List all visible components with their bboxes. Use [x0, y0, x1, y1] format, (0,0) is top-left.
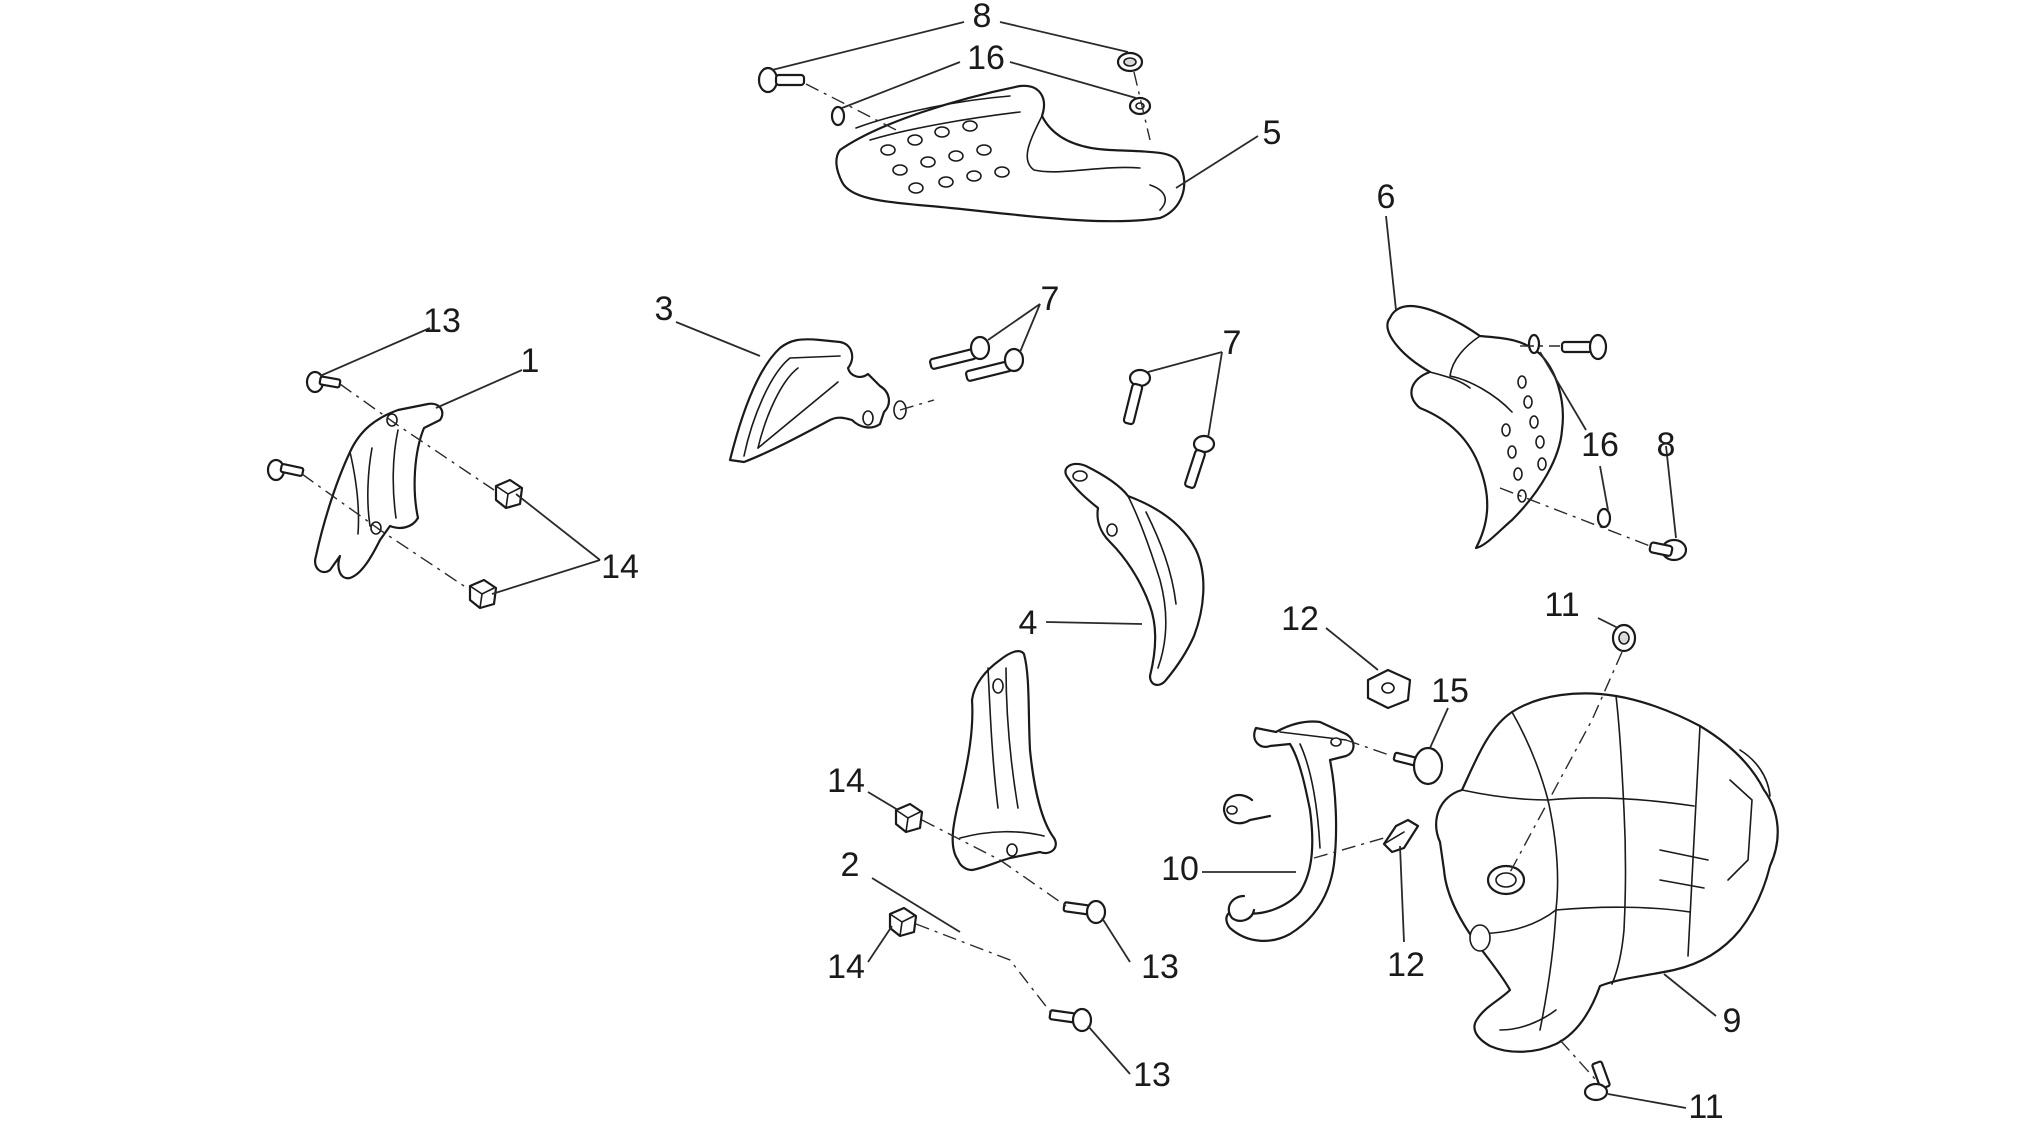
screw-13-lower-bottom	[1048, 1007, 1093, 1033]
callout-11-upper: 11	[1544, 586, 1579, 624]
callout-4: 4	[1019, 604, 1038, 642]
screw-11-lower	[1583, 1060, 1611, 1102]
vent-holes	[880, 120, 1010, 194]
washer-16-right-bottom	[1596, 507, 1612, 529]
screw-13-lower-mid	[1062, 899, 1107, 925]
screw-7-mid-b	[1184, 434, 1216, 489]
part-1-left-bracket	[314, 402, 444, 580]
screw-7-mid-a	[1122, 368, 1152, 426]
callout-7-mid: 7	[1223, 324, 1242, 362]
screw-8-top-left	[757, 66, 806, 94]
washer-16-top-left	[830, 105, 846, 127]
screw-11-upper	[1611, 623, 1637, 653]
part-9-exhaust-cover	[1435, 692, 1779, 1053]
part-4-curved-shield	[1064, 462, 1205, 686]
screw-13-left-top	[305, 370, 342, 394]
callout-16-right: 16	[1581, 426, 1619, 464]
callout-13-lower-bottom: 13	[1133, 1056, 1171, 1094]
screw-8-right-top	[1560, 333, 1608, 361]
washer-16-right-top	[1527, 333, 1541, 355]
callout-6: 6	[1377, 178, 1396, 216]
vent-holes	[1501, 375, 1547, 503]
callout-1: 1	[521, 342, 540, 380]
callout-12-upper: 12	[1281, 600, 1319, 638]
callout-14-lower-top: 14	[827, 762, 865, 800]
leader-lines	[319, 21, 1717, 1109]
callout-13-lower-mid: 13	[1141, 948, 1179, 986]
callout-13-left: 13	[423, 302, 461, 340]
screw-8-top-right	[1116, 51, 1144, 73]
screw-13-left-mid	[266, 458, 305, 482]
clip-12-lower	[1382, 818, 1420, 854]
pin-15	[1392, 746, 1444, 786]
callout-labels: 8 16 5 6 13 1 3 7 7 16 8 14 4 12 11 15 1…	[423, 0, 1741, 1121]
callout-8-top: 8	[973, 0, 992, 35]
part-10-bracket	[1222, 720, 1355, 942]
washer-16-top-right	[1128, 96, 1152, 116]
callout-16-top: 16	[967, 39, 1005, 77]
callout-9: 9	[1723, 1002, 1742, 1040]
part-3-upper-frame	[728, 338, 907, 464]
callout-11-lower: 11	[1688, 1088, 1723, 1121]
callout-7-upper: 7	[1041, 280, 1060, 318]
callout-10: 10	[1161, 850, 1199, 888]
nut-14-left-top	[494, 478, 524, 510]
callout-3: 3	[655, 290, 674, 328]
nut-14-lower-bottom	[888, 906, 918, 938]
part-5-top-heat-shield	[835, 84, 1186, 223]
clip-12-upper	[1366, 668, 1412, 710]
callout-14-lower-bottom: 14	[827, 948, 865, 986]
screw-8-right-bottom	[1648, 538, 1688, 562]
part-2-lower-bracket	[951, 650, 1057, 872]
callout-2: 2	[841, 846, 860, 884]
screw-7-upper-a	[929, 335, 991, 370]
nut-14-left-bottom	[468, 578, 498, 610]
nut-14-lower-top	[894, 802, 924, 834]
callout-15: 15	[1431, 672, 1469, 710]
part-6-right-heat-shield	[1386, 304, 1564, 550]
callout-8-right: 8	[1657, 426, 1676, 464]
callout-14-left: 14	[601, 548, 639, 586]
callout-5: 5	[1263, 114, 1282, 152]
screw-7-upper-b	[965, 347, 1025, 382]
callout-12-lower: 12	[1387, 946, 1425, 984]
